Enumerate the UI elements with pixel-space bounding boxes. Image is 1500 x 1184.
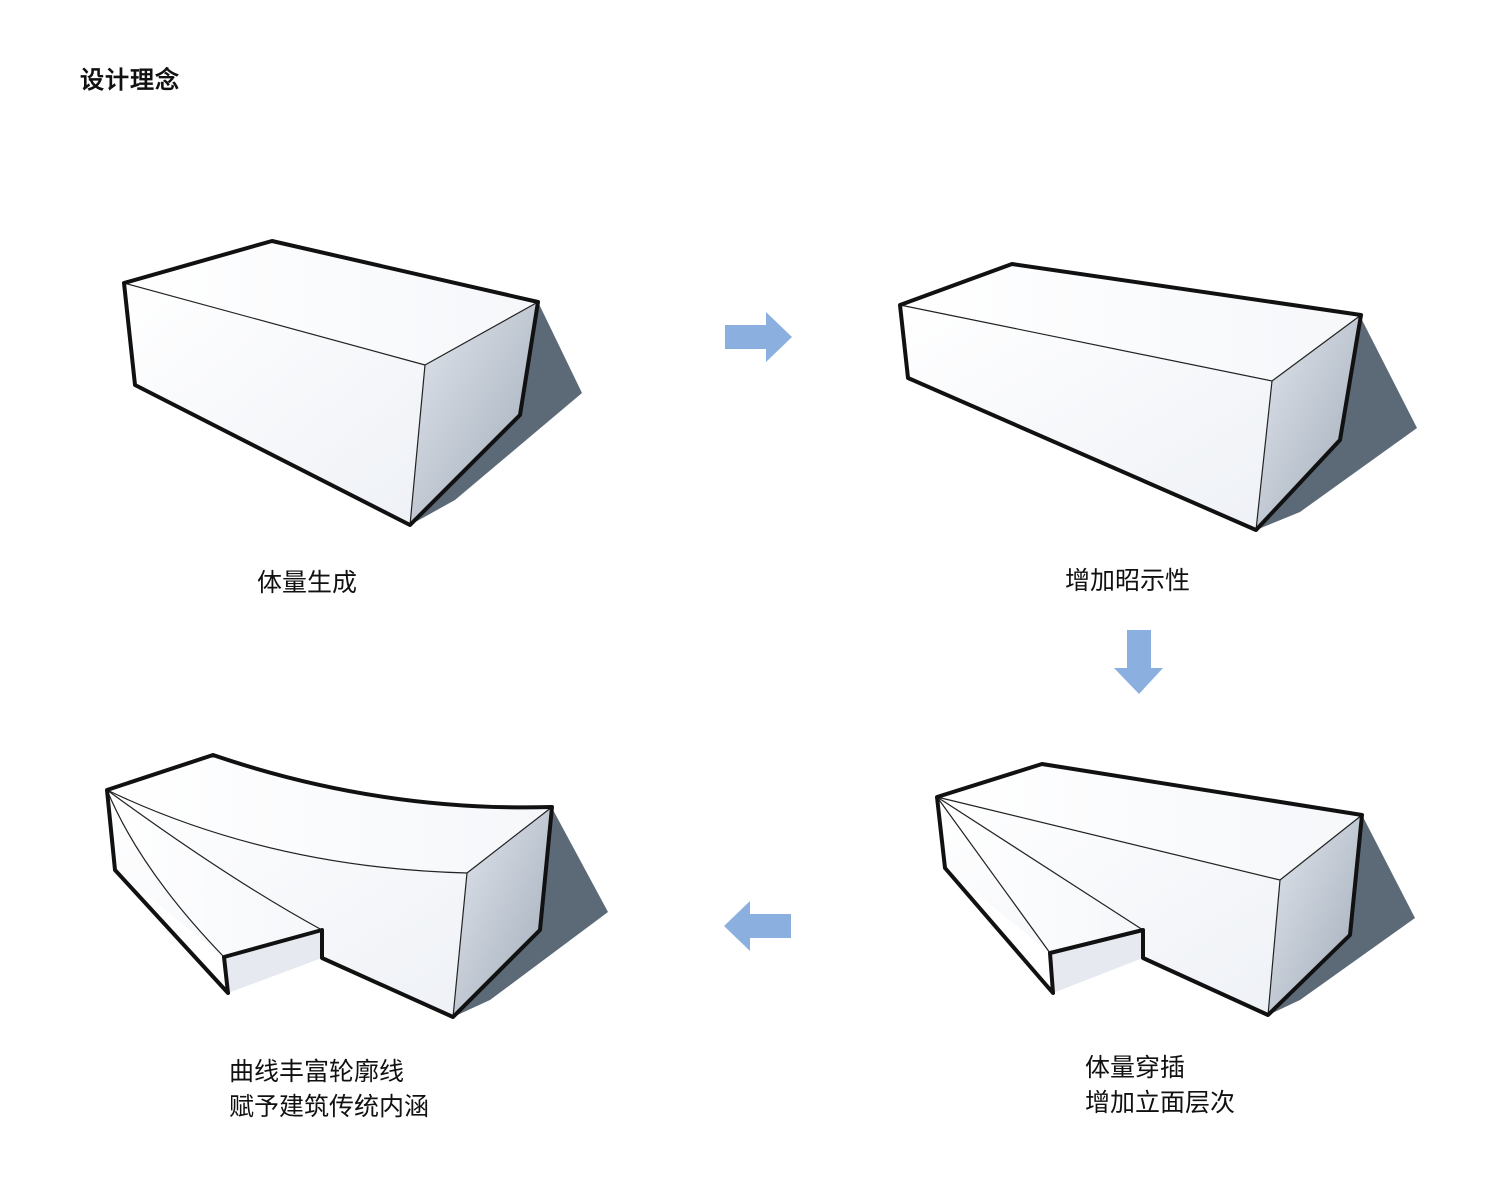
step-1-caption: 体量生成 bbox=[257, 565, 357, 600]
massing-block-1 bbox=[122, 239, 582, 527]
step-3-line-1: 体量穿插 bbox=[1085, 1053, 1186, 1082]
block-4-wedge-top bbox=[107, 790, 322, 957]
block-1-front-face bbox=[124, 283, 425, 525]
massing-block-4 bbox=[105, 753, 608, 1019]
right-arrow-icon bbox=[725, 312, 792, 362]
block-3-top-face bbox=[937, 764, 1362, 880]
block-3-wedge-top bbox=[937, 797, 1143, 953]
block-2-top-face bbox=[900, 264, 1361, 381]
step-2-line-1: 增加昭示性 bbox=[1065, 566, 1191, 595]
down-arrow-icon bbox=[1114, 630, 1163, 694]
shadow-4 bbox=[453, 808, 608, 1017]
block-4-side-face bbox=[453, 807, 552, 1017]
shadow-2 bbox=[1256, 316, 1417, 530]
step-4-caption: 曲线丰富轮廓线 赋予建筑传统内涵 bbox=[229, 1054, 429, 1124]
left-arrow-icon bbox=[724, 901, 791, 951]
step-4-line-2: 赋予建筑传统内涵 bbox=[229, 1092, 430, 1121]
block-3-side-face bbox=[1268, 815, 1362, 1015]
block-3-low-wing-face bbox=[1050, 930, 1143, 993]
block-4-front-face bbox=[107, 790, 467, 1017]
block-2-front-face bbox=[900, 305, 1272, 530]
diagram-title: 设计理念 bbox=[80, 66, 180, 94]
step-4-line-1: 曲线丰富轮廓线 bbox=[229, 1057, 405, 1086]
step-2-caption: 增加昭示性 bbox=[1065, 563, 1190, 598]
block-3-front-face bbox=[937, 797, 1280, 1015]
step-3-line-2: 增加立面层次 bbox=[1085, 1088, 1236, 1117]
block-1-top-face bbox=[124, 241, 538, 365]
massing-block-3 bbox=[935, 762, 1415, 1017]
step-1-line-1: 体量生成 bbox=[257, 568, 358, 597]
shadow-1 bbox=[410, 302, 582, 525]
block-2-side-face bbox=[1256, 315, 1361, 530]
shadow-3 bbox=[1268, 815, 1415, 1015]
block-4-top-face bbox=[107, 755, 552, 873]
block-4-low-wing-face bbox=[224, 930, 322, 993]
step-3-caption: 体量穿插 增加立面层次 bbox=[1085, 1050, 1235, 1120]
block-1-side-face bbox=[410, 302, 538, 525]
massing-block-2 bbox=[898, 262, 1417, 532]
